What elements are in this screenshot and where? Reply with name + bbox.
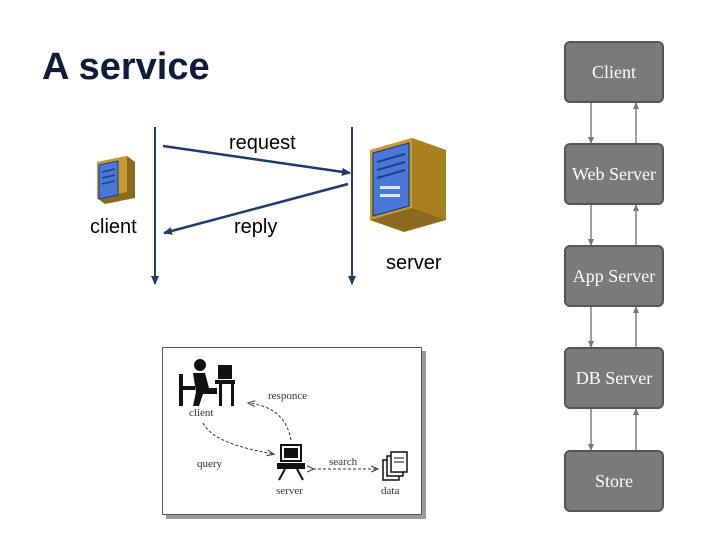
- client-server-sketch: responce client query search server data: [162, 347, 422, 515]
- server-label: server: [386, 252, 442, 274]
- responce-arrow: [249, 403, 292, 441]
- tier-connectors: [588, 102, 639, 451]
- tier-db-server: DB Server: [564, 347, 664, 409]
- inset-search-label: search: [329, 456, 358, 468]
- inset-server-label: server: [276, 485, 303, 497]
- inset-responce-label: responce: [268, 390, 308, 402]
- client-computer-icon: [97, 156, 135, 204]
- tier-web-server: Web Server: [564, 143, 664, 205]
- inset-data-label: data: [381, 485, 400, 497]
- query-arrow: [202, 422, 273, 454]
- tier-client: Client: [564, 41, 664, 103]
- person-at-desk-icon: [179, 359, 235, 406]
- inset-client-label: client: [189, 407, 214, 419]
- tier-app-server: App Server: [564, 245, 664, 307]
- server-terminal-icon: [277, 444, 305, 481]
- page-title: A service: [42, 46, 210, 88]
- request-label: request: [229, 132, 296, 154]
- server-tower-icon: [370, 138, 446, 232]
- data-store-icon: [382, 451, 408, 481]
- request-arrow: [162, 144, 351, 176]
- tier-store: Store: [564, 450, 664, 512]
- client-label: client: [90, 216, 137, 238]
- reply-arrow: [163, 182, 349, 235]
- reply-label: reply: [234, 216, 278, 238]
- inset-query-label: query: [197, 458, 223, 470]
